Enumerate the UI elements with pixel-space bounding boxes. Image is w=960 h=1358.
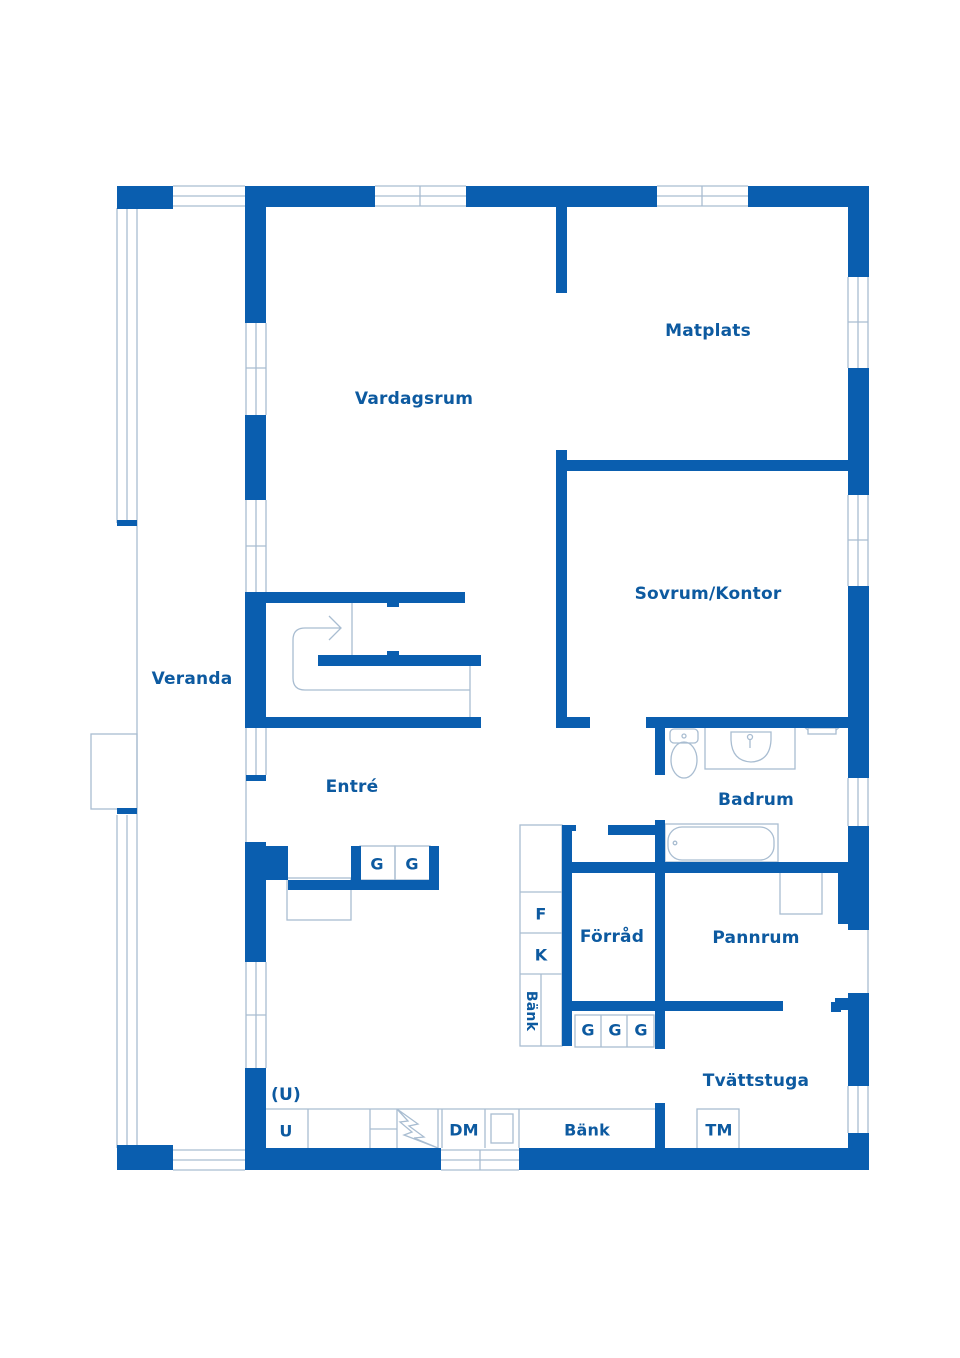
room-label-entre: Entré (325, 777, 379, 797)
wardrobe-label: G (405, 854, 419, 874)
dishwasher-label: DM (449, 1120, 479, 1140)
room-label-tvattstuga: Tvättstuga (702, 1071, 810, 1091)
side-counter-label: Bänk (523, 990, 539, 1032)
bathtub-icon (667, 826, 775, 861)
room-label-pannrum: Pannrum (712, 928, 800, 948)
walls (117, 186, 869, 1170)
room-label-matplats: Matplats (665, 321, 751, 341)
stair-arrow-icon (292, 615, 470, 691)
wardrobe-label: G (370, 854, 384, 874)
wardrobe-label: G (581, 1020, 595, 1040)
kitchen-sink-icon (396, 1108, 439, 1149)
sink-icon (730, 731, 772, 763)
washing-machine-label: TM (705, 1120, 733, 1140)
oven-label: U (279, 1121, 293, 1141)
towel-rail-icon (807, 727, 837, 735)
room-label-sovrum-kontor: Sovrum/Kontor (634, 584, 782, 604)
freezer-label: K (534, 945, 548, 965)
toilet-icon (669, 728, 699, 744)
counter-label: Bänk (564, 1120, 610, 1140)
room-label-forrad: Förråd (579, 927, 645, 947)
room-label-vardagsrum: Vardagsrum (354, 389, 474, 409)
room-label-veranda: Veranda (151, 669, 233, 689)
wardrobe-label: G (608, 1020, 622, 1040)
optional-oven-label: (U) (271, 1085, 301, 1105)
room-label-badrum: Badrum (718, 790, 794, 810)
wardrobe-label: G (634, 1020, 648, 1040)
fridge-label: F (535, 904, 547, 924)
